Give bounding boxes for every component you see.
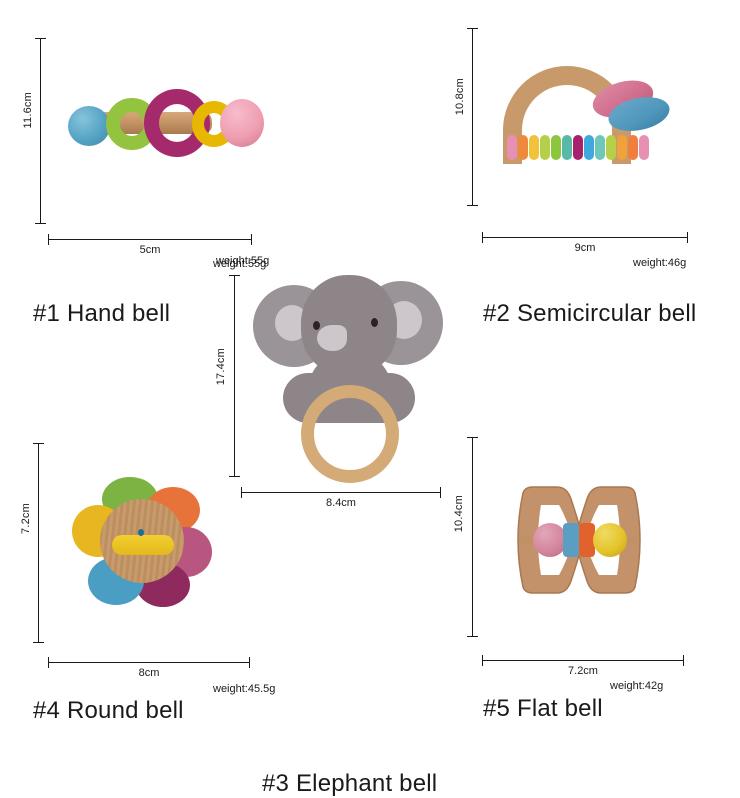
width-dimension-line-elephant-bell (241, 487, 441, 498)
weight-label-semicircular-bell: weight:46g (633, 257, 687, 269)
height-dimension-line-elephant-bell (229, 275, 240, 477)
bead (584, 135, 594, 160)
width-dimension-line-hand-bell (48, 234, 252, 245)
bead (628, 135, 638, 160)
product-card-flat-bell: 10.4cm 7.2cm weight:42g #5 Flat bell (440, 425, 740, 725)
product-card-round-bell: 7.2cm 8cm weight:45.5g #4 Round bell (0, 425, 310, 725)
blue-disc (563, 523, 579, 557)
product-title-round-bell: #4 Round bell (33, 697, 184, 724)
height-dimension-line-round-bell (33, 443, 44, 643)
bead (540, 135, 550, 160)
height-dimension-line-flat-bell (467, 437, 478, 637)
bead (595, 135, 605, 160)
height-dimension-line-hand-bell (35, 38, 46, 224)
weight-label-flat-bell: weight:42g (610, 680, 664, 692)
height-label-flat-bell: 10.4cm (453, 495, 465, 533)
height-label-semicircular-bell: 10.8cm (454, 78, 466, 116)
bead (551, 135, 561, 160)
product-title-flat-bell: #5 Flat bell (483, 695, 603, 722)
product-title-semicircular-bell: #2 Semicircular bell (483, 300, 697, 327)
weight-label-round-bell: weight:45.5g (213, 683, 276, 695)
blue-end-cap (68, 106, 110, 146)
trunk-tip (317, 325, 347, 351)
bead (529, 135, 539, 160)
wooden-teether-ring (301, 385, 399, 483)
width-dimension-line-round-bell (48, 657, 250, 668)
center-pin (138, 529, 144, 536)
bead (606, 135, 616, 160)
weight-label-elephant-bell: weight:55g (216, 255, 270, 267)
product-card-hand-bell: 11.6cm 5cm #1 Hand bell (0, 0, 300, 340)
width-label-flat-bell: 7.2cm (568, 665, 598, 677)
left-eye (313, 321, 320, 330)
height-label-elephant-bell: 17.4cm (215, 348, 227, 386)
width-label-round-bell: 8cm (138, 667, 160, 679)
product-image-round-bell (68, 477, 218, 617)
product-title-elephant-bell: #3 Elephant bell (262, 770, 438, 797)
product-title-hand-bell: #1 Hand bell (33, 300, 171, 327)
orange-disc (579, 523, 595, 557)
height-label-round-bell: 7.2cm (20, 503, 32, 534)
bead (573, 135, 583, 160)
bead (507, 135, 517, 160)
pink-end-cap (220, 99, 264, 147)
product-image-flat-bell (505, 483, 655, 599)
width-label-semicircular-bell: 9cm (574, 242, 596, 254)
bead (518, 135, 528, 160)
width-label-elephant-bell: 8.4cm (326, 497, 356, 509)
width-dimension-line-flat-bell (482, 655, 684, 666)
bead (562, 135, 572, 160)
height-dimension-line-semicircular-bell (467, 28, 478, 206)
width-dimension-line-semicircular-bell (482, 232, 688, 243)
bead (617, 135, 627, 160)
width-label-hand-bell: 5cm (139, 244, 161, 256)
height-label-hand-bell: 11.6cm (22, 92, 34, 129)
product-image-semicircular-bell (495, 60, 673, 185)
product-image-elephant-bell (253, 273, 443, 485)
bead (639, 135, 649, 160)
yellow-bar (112, 535, 174, 555)
right-eye (371, 318, 378, 327)
yellow-ball (593, 523, 627, 557)
product-image-hand-bell (68, 85, 264, 163)
product-card-semicircular-bell: 10.8cm 9cm weight:46g #2 Semicircular be… (440, 0, 740, 340)
weight-label-hand-bell: weight:55g (213, 258, 267, 270)
pink-ball (533, 523, 567, 557)
